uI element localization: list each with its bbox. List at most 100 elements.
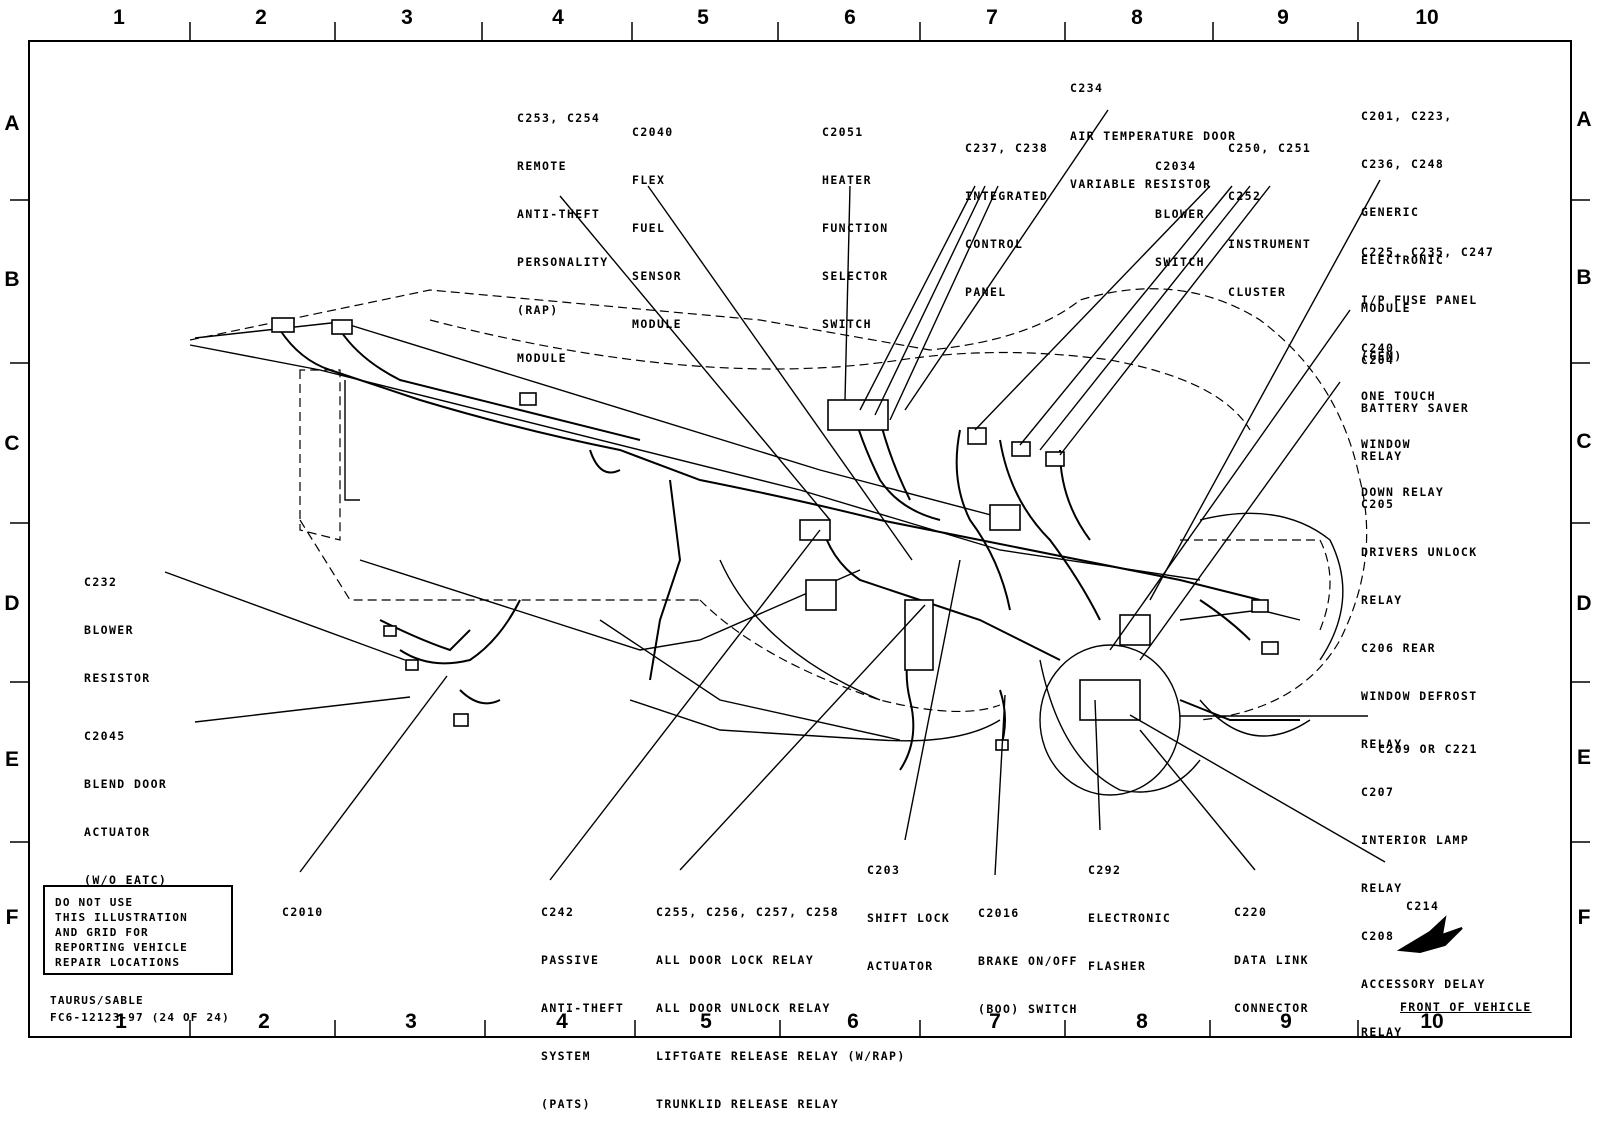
grid-row-F-left: F [5, 906, 19, 929]
callout-leader-lines [164, 109, 1386, 881]
callout-c225-fuse-panel: C225, C235, C247 I/P FUSE PANEL C240 ONE… [1361, 212, 1494, 516]
callout-c204-relays: C204 BATTERY SAVER RELAY C205 DRIVERS UN… [1361, 320, 1486, 1056]
callout-line: C232 [84, 575, 118, 589]
connector-block [1119, 614, 1151, 646]
callout-line: C220 [1234, 905, 1268, 919]
callout-line: SENSOR [632, 269, 682, 283]
callout-line: PANEL [965, 285, 1007, 299]
callout-line: REMOTE [517, 159, 567, 173]
grid-col-8-bottom: 8 [1136, 1010, 1148, 1033]
callout-c203-shift-lock: C203 SHIFT LOCK ACTUATOR [867, 830, 950, 990]
callout-line: C2040 [632, 125, 674, 139]
callout-line: C205 [1361, 497, 1395, 511]
grid-col-10-top: 10 [1415, 6, 1439, 29]
callout-line: PERSONALITY [517, 255, 609, 269]
callout-line: GENERIC [1361, 205, 1420, 219]
figure-number: FC6-12123-97 (24 OF 24) [50, 1011, 230, 1024]
grid-col-1-top: 1 [113, 6, 125, 29]
callout-line: C2051 [822, 125, 864, 139]
grid-col-1-bottom: 1 [115, 1010, 127, 1033]
callout-c234-air-temp-resistor: C234 AIR TEMPERATURE DOOR VARIABLE RESIS… [1070, 48, 1236, 208]
callout-line: RELAY [1361, 881, 1403, 895]
callout-line: ELECTRONIC [1088, 911, 1172, 925]
note-line: REPAIR LOCATIONS [55, 956, 181, 969]
callout-line: CONTROL [965, 237, 1024, 251]
grid-col-2-bottom: 2 [258, 1010, 270, 1033]
callout-line: MODULE [1361, 301, 1411, 315]
callout-line: AIR TEMPERATURE DOOR [1070, 129, 1237, 143]
grid-col-9-bottom: 9 [1280, 1010, 1292, 1033]
callout-line: C292 [1088, 863, 1122, 877]
callout-line: DOWN RELAY [1361, 485, 1445, 499]
grid-usage-note: DO NOT USE THIS ILLUSTRATION AND GRID FO… [43, 885, 233, 975]
grid-row-C-right: C [1576, 430, 1592, 453]
connector-block [405, 659, 419, 671]
grid-col-4-top: 4 [552, 6, 564, 29]
callout-line: (W/O EATC) [84, 873, 168, 887]
front-of-vehicle-arrow-icon [1396, 915, 1463, 954]
callout-c250-instrument-cluster: C250, C251 C252 INSTRUMENT CLUSTER [1228, 108, 1311, 316]
instrument-panel-structure [189, 321, 1344, 796]
callout-line: RELAY [1361, 593, 1403, 607]
callout-line: (GEM) [1361, 349, 1403, 363]
callout-line: C207 [1361, 785, 1395, 799]
callout-line: C208 [1361, 929, 1395, 943]
connector-block [1261, 641, 1279, 655]
callout-line: C203 [867, 863, 901, 877]
callout-line: INSTRUMENT [1228, 237, 1312, 251]
connector-block [383, 625, 397, 637]
callout-line: RESISTOR [84, 671, 151, 685]
callout-c2051-heater-switch: C2051 HEATER FUNCTION SELECTOR SWITCH [822, 92, 889, 348]
callout-c253-rap-module: C253, C254 REMOTE ANTI-THEFT PERSONALITY… [517, 78, 609, 382]
figure-identifier: TAURUS/SABLE FC6-12123-97 (24 OF 24) [50, 992, 230, 1026]
callout-line: (RAP) [517, 303, 559, 317]
callout-line: C236, C248 [1361, 157, 1445, 171]
callout-line: DATA LINK [1234, 953, 1309, 967]
figure-vehicle: TAURUS/SABLE [50, 994, 144, 1007]
callout-line: SWITCH [1155, 255, 1205, 269]
callout-line: FLASHER [1088, 959, 1147, 973]
callout-line: C253, C254 [517, 111, 601, 125]
grid-col-8-top: 8 [1131, 6, 1143, 29]
callout-line: ALL DOOR UNLOCK RELAY [656, 1001, 831, 1015]
callout-c2040-flex-fuel: C2040 FLEX FUEL SENSOR MODULE [632, 92, 682, 348]
callout-line: CONNECTOR [1234, 1001, 1309, 1015]
connector-block [453, 713, 469, 727]
callout-c209: C209 OR C221 [1378, 709, 1478, 773]
callout-line: C237, C238 [965, 141, 1049, 155]
grid-row-D-left: D [4, 592, 20, 615]
callout-line: PASSIVE [541, 953, 600, 967]
callout-line: C252 [1228, 189, 1262, 203]
callout-line: ACCESSORY DELAY [1361, 977, 1486, 991]
connector-block [271, 317, 295, 333]
callout-c214: C214 [1406, 866, 1439, 930]
connector-block [519, 392, 537, 406]
connector-block [805, 579, 837, 611]
callout-line: DRIVERS UNLOCK [1361, 545, 1478, 559]
callout-line: C204 [1361, 353, 1395, 367]
callout-c2045-blend-door: C2045 BLEND DOOR ACTUATOR (W/O EATC) [84, 696, 167, 904]
grid-col-10-bottom: 10 [1420, 1010, 1444, 1033]
callout-line: FUNCTION [822, 221, 889, 235]
grid-row-C-left: C [4, 432, 20, 455]
front-of-vehicle-label: FRONT OF VEHICLE [1400, 1000, 1532, 1014]
note-line: THIS ILLUSTRATION [55, 911, 188, 924]
callout-line: (BOO) SWITCH [978, 1002, 1078, 1016]
callout-line: (PATS) [541, 1097, 591, 1111]
grid-col-6-top: 6 [844, 6, 856, 29]
connector-block [827, 399, 889, 431]
note-line: DO NOT USE [55, 896, 134, 909]
grid-col-3-top: 3 [401, 6, 413, 29]
note-line: AND GRID FOR [55, 926, 149, 939]
callout-line: C2010 [282, 905, 324, 919]
connector-block [967, 427, 987, 445]
callout-c2034-blower-switch: C2034 BLOWER SWITCH [1155, 126, 1205, 286]
wire-harness-bundles [279, 329, 1300, 771]
callout-c292-flasher: C292 ELECTRONIC FLASHER [1088, 830, 1171, 990]
callout-line: INTERIOR LAMP [1361, 833, 1470, 847]
callout-line: BLOWER [84, 623, 134, 637]
callout-line: C240 [1361, 341, 1395, 355]
callout-c2016-brake-switch: C2016 BRAKE ON/OFF (BOO) SWITCH [978, 873, 1078, 1033]
callout-line: C250, C251 [1228, 141, 1312, 155]
callout-line: WINDOW DEFROST [1361, 689, 1478, 703]
